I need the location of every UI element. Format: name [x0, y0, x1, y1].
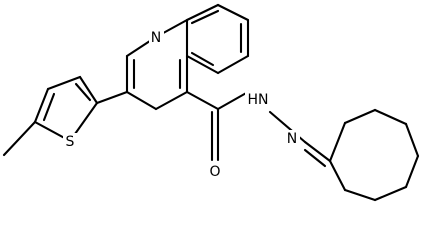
bond-layer — [2, 3, 420, 202]
atom-hydrazide-nh: HN — [245, 91, 271, 108]
bond — [190, 51, 215, 67]
bond — [185, 3, 220, 22]
atom-carbonyl-o: O — [207, 163, 223, 180]
bond — [95, 90, 129, 105]
bond — [303, 140, 332, 163]
atom-label-hn: HN — [248, 92, 269, 108]
bond — [343, 188, 377, 202]
bond — [216, 90, 250, 111]
bond — [125, 90, 158, 111]
bond — [190, 9, 220, 25]
bond — [328, 121, 347, 163]
atom-quinoline-n: N — [149, 29, 164, 46]
bond — [185, 54, 220, 75]
bond — [78, 75, 99, 105]
atom-label-s: S — [66, 134, 75, 150]
atom-label-o: O — [209, 164, 220, 180]
bond — [303, 148, 327, 168]
atom-hydrazone-n: N — [285, 130, 300, 147]
bond — [373, 108, 408, 126]
bond — [42, 92, 56, 122]
bond — [404, 122, 420, 158]
bond — [343, 108, 377, 125]
bond — [33, 87, 50, 124]
bond — [216, 3, 250, 22]
bond — [74, 82, 92, 102]
atom-label-n: N — [151, 30, 161, 46]
atom-layer: N S O HN N — [63, 29, 300, 180]
bond — [216, 54, 250, 75]
bond — [46, 75, 82, 91]
atom-label-n: N — [287, 131, 297, 147]
bond — [373, 185, 408, 202]
bond — [185, 90, 220, 111]
atom-thiophene-s: S — [63, 133, 78, 150]
bond — [154, 90, 189, 111]
bond — [328, 159, 347, 192]
bond — [404, 154, 420, 189]
molecule-structure: N S O HN N — [2, 3, 420, 202]
bond — [2, 120, 37, 157]
